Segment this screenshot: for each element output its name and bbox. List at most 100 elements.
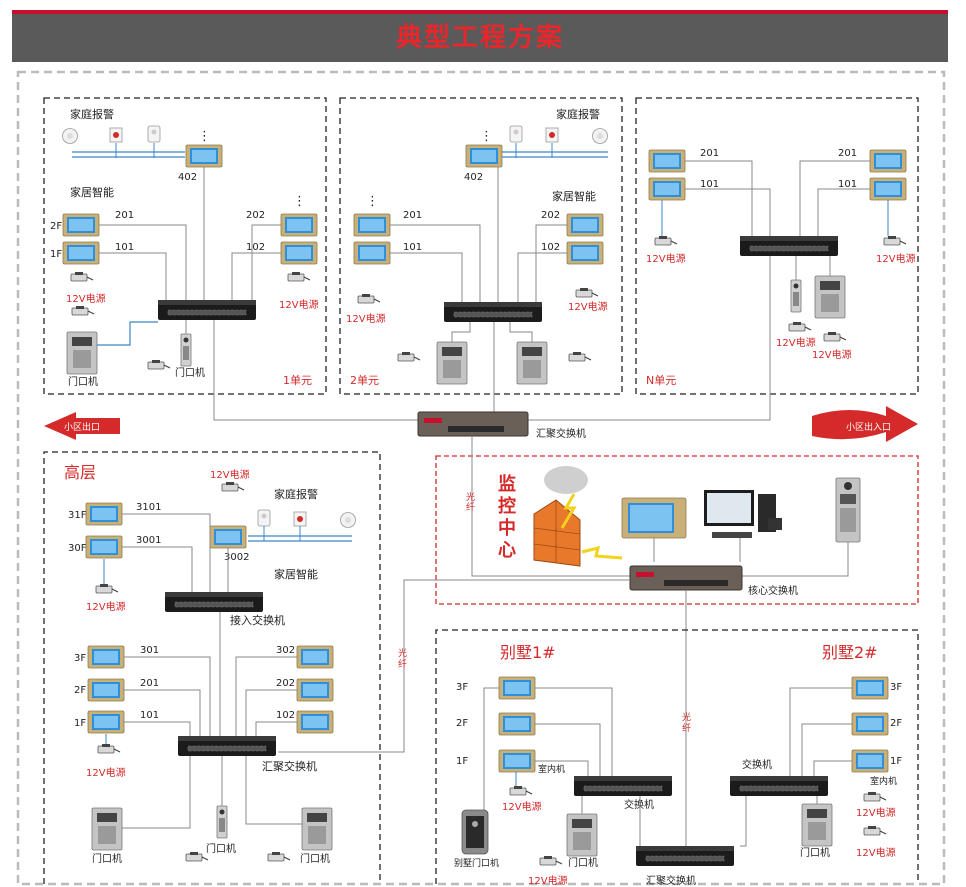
indoor-monitor-icon [498,749,536,773]
indoor-monitor-icon [851,749,889,773]
entrance-arrow-label: 小区出入口 [846,421,891,433]
indoor-monitor-icon [85,502,123,526]
power-label: 12V电源 [86,766,126,779]
power-label: 12V电源 [812,348,852,361]
power-supply-icon [221,481,245,492]
door-station-label: 门口机 [800,846,830,859]
indoor-unit-label: 室内机 [538,763,565,775]
monitor-center-char: 控 [498,495,516,517]
highrise-title: 高层 [64,463,96,482]
fiber-label: 光 [466,491,475,503]
aggregation-switch-main [417,411,529,437]
agg-switch-label: 汇聚交换机 [262,759,317,773]
power-label: 12V电源 [346,312,386,325]
power-supply-icon [883,235,907,246]
home-alarm-label: 家庭报警 [274,487,318,501]
more-floors-dots: ⋮ [293,194,306,209]
room-label: 201 [838,148,857,159]
door-station-label: 门口机 [568,856,598,869]
unit-name: 1单元 [283,374,312,387]
main-door-station-icon [835,477,861,543]
room-label: 301 [140,645,159,656]
indoor-monitor-icon [353,213,391,237]
room-label: 202 [246,210,265,221]
indoor-monitor-icon [280,241,318,265]
power-supply-icon [95,583,119,594]
fiber-label: 光 [682,711,691,723]
indoor-monitor-icon [296,710,334,734]
sos-button-icon [545,127,559,143]
power-label: 12V电源 [66,292,106,305]
power-label: 12V电源 [528,874,568,887]
door-station-icon [801,803,833,847]
switch-icon [443,301,543,323]
core-switch-icon [629,565,743,591]
indoor-monitor-icon [62,241,100,265]
control-monitor-icon [621,497,687,562]
indoor-monitor-icon [498,712,536,736]
switch-icon [739,235,839,257]
door-station-icon [814,275,846,319]
more-floors-dots: ⋮ [480,129,493,144]
more-floors-dots: ⋮ [366,194,379,209]
power-label: 12V电源 [876,252,916,265]
agg-switch-label: 汇聚交换机 [536,427,586,440]
indoor-monitor-icon [296,645,334,669]
room-label: 102 [276,710,295,721]
indoor-monitor-icon [280,213,318,237]
room-label: 202 [276,678,295,689]
community-exit-arrow: 小区出口 [44,412,120,440]
floor-label: 2F [50,221,62,232]
power-supply-icon [788,321,812,332]
floor-label: 3F [456,682,468,693]
room-label: 402 [464,172,483,183]
power-label: 12V电源 [86,600,126,613]
floor-label: 1F [890,756,902,767]
monitor-center-group: 监 控 中 心 [435,436,919,605]
indoor-monitor-icon [566,241,604,265]
power-label: 12V电源 [646,252,686,265]
room-label: 302 [276,645,295,656]
power-supply-icon [539,855,563,866]
door-station-label: 门口机 [68,375,98,388]
computer-icon [704,490,782,562]
indoor-monitor-icon [87,710,125,734]
door-station-label: 门口机 [300,852,330,865]
home-alarm-label: 家庭报警 [70,107,114,121]
switch-icon [573,775,673,797]
room-label: 201 [115,210,134,221]
door-station-icon [516,341,548,385]
room-label: 201 [403,210,422,221]
indoor-monitor-icon [185,144,223,168]
door-station-icon [180,333,192,367]
smart-home-label: 家居智能 [70,185,114,199]
indoor-monitor-icon [851,676,889,700]
floor-label: 30F [68,543,87,554]
room-label: 3002 [224,552,249,563]
door-station-icon [790,279,802,313]
villa-1-title: 别墅1# [500,643,556,662]
title-banner: 典型工程方案 [12,10,948,62]
indoor-monitor-icon [209,525,247,549]
power-supply-icon [97,743,121,754]
room-label: 3101 [136,502,161,513]
power-label: 12V电源 [502,800,542,813]
power-supply-icon [357,293,381,304]
unit-name: N单元 [646,374,676,387]
community-entrance-arrow: 小区出入口 [812,406,918,442]
unit-1-group: 家庭报警 ⋮ 402 家居智能 2F 1F 201 101 ⋮ 202 102 … [43,97,327,395]
indoor-monitor-icon [851,712,889,736]
unit-2-group: 家庭报警 ⋮ 402 家居智能 ⋮ 201 101 202 102 12V电源 … [339,97,623,395]
power-label: 12V电源 [856,846,896,859]
agg-switch-label: 汇聚交换机 [646,874,696,887]
switch-label: 交换机 [624,798,654,811]
indoor-monitor-icon [869,177,907,201]
power-supply-icon [654,235,678,246]
indoor-monitor-icon [296,678,334,702]
door-station-icon [91,807,123,851]
villa-door-station-icon [461,809,489,855]
monitor-center-char: 监 [498,473,516,495]
door-station-icon [436,341,468,385]
power-supply-icon [823,331,847,342]
